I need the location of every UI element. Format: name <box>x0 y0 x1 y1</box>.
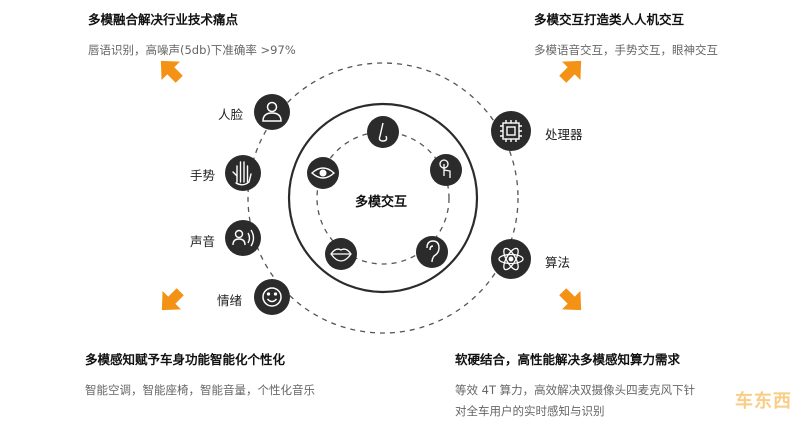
person-icon <box>262 101 282 122</box>
node-touch <box>430 154 462 186</box>
node-algorithm <box>491 239 531 279</box>
middle-ring <box>287 102 479 294</box>
arrow-bottom-right <box>559 288 582 311</box>
lips-icon <box>330 248 352 262</box>
node-label-algorithm: 算法 <box>545 255 571 270</box>
node-label-gesture: 手势 <box>190 168 216 183</box>
corner-subtitle: 等效 4T 算力，高效解决双摄像头四麦克风下针 对全车用户的实时感知与识别 <box>455 380 695 422</box>
node-label-processor: 处理器 <box>545 127 583 142</box>
node-processor <box>491 111 531 151</box>
corner-top-left: 多模融合解决行业技术痛点 唇语识别，高噪声(5db)下准确率 >97% <box>88 9 296 61</box>
arrow-bottom-left <box>161 288 184 311</box>
watermark-logo: 车东西 <box>735 391 792 412</box>
corner-title: 多模感知赋予车身功能智能化个性化 <box>85 352 286 367</box>
touch-icon <box>439 159 451 178</box>
arrow-top-left <box>160 60 183 83</box>
node-nose <box>367 116 399 148</box>
corner-subtitle: 多模语音交互，手势交互，眼神交互 <box>534 43 718 57</box>
corner-bottom-left: 多模感知赋予车身功能智能化个性化 智能空调，智能座椅，智能音量，个性化音乐 <box>85 349 315 401</box>
ear-icon <box>426 240 440 263</box>
corner-subtitle-line: 对全车用户的实时感知与识别 <box>455 404 605 418</box>
corner-title: 多模交互打造类人人机交互 <box>534 12 685 27</box>
atom-icon <box>498 247 524 271</box>
corner-bottom-right: 软硬结合，高性能解决多模感知算力需求 等效 4T 算力，高效解决双摄像头四麦克风… <box>455 349 695 422</box>
node-ear <box>416 236 448 268</box>
arrow-top-right <box>559 60 582 83</box>
corner-title: 多模融合解决行业技术痛点 <box>88 12 239 27</box>
corner-subtitle: 唇语识别，高噪声(5db)下准确率 >97% <box>88 43 296 57</box>
node-eye <box>307 157 339 189</box>
corner-subtitle-line: 等效 4T 算力，高效解决双摄像头四麦克风下针 <box>455 383 696 397</box>
node-lips <box>325 238 357 270</box>
eye-icon <box>310 167 336 179</box>
corner-subtitle: 智能空调，智能座椅，智能音量，个性化音乐 <box>85 383 315 397</box>
hand-icon <box>232 161 252 186</box>
node-label-face: 人脸 <box>218 107 244 122</box>
chip-icon <box>500 120 522 142</box>
nose-icon <box>378 122 388 142</box>
node-label-sound: 声音 <box>190 234 216 249</box>
node-label-emotion: 情绪 <box>217 293 243 308</box>
node-sound <box>225 220 261 256</box>
node-gesture <box>225 155 261 191</box>
smile-icon <box>262 287 282 307</box>
center-label: 多模交互 <box>355 195 408 210</box>
node-face <box>254 94 290 130</box>
corner-title: 软硬结合，高性能解决多模感知算力需求 <box>455 352 681 367</box>
node-emotion <box>254 279 290 315</box>
outer-ring <box>247 62 519 334</box>
arrows <box>160 60 582 311</box>
voice-icon <box>232 229 255 247</box>
corner-top-right: 多模交互打造类人人机交互 多模语音交互，手势交互，眼神交互 <box>534 9 718 61</box>
